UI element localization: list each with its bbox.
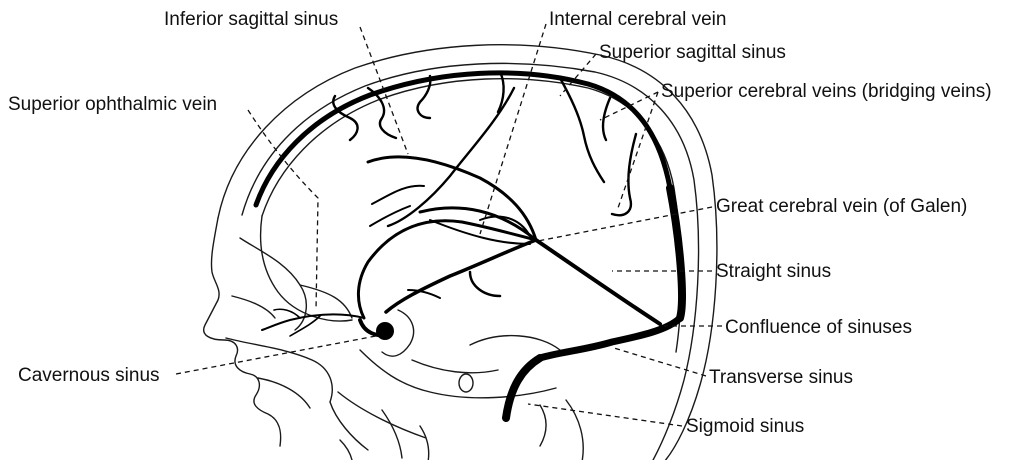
label-inferior-sagittal-sinus: Inferior sagittal sinus (164, 9, 338, 30)
sigmoid-sinus (506, 358, 540, 418)
skull-outline (204, 45, 717, 460)
label-sigmoid-sinus: Sigmoid sinus (686, 416, 804, 437)
leader-transverse-sinus (614, 348, 706, 376)
label-superior-ophthalmic-vein: Superior ophthalmic vein (8, 94, 217, 115)
label-superior-cerebral-veins: Superior cerebral veins (bridging veins) (661, 81, 992, 102)
leader-sigmoid-sinus (528, 404, 682, 426)
label-transverse-sinus: Transverse sinus (709, 367, 853, 388)
label-internal-cerebral-vein: Internal cerebral vein (549, 9, 726, 30)
leader-great-cerebral-vein (538, 207, 712, 241)
venous-system (256, 72, 682, 418)
leader-superior-sagittal-sinus (560, 54, 596, 96)
label-superior-sagittal-sinus: Superior sagittal sinus (599, 42, 786, 63)
label-straight-sinus: Straight sinus (716, 261, 831, 282)
cavernous-sinus-blob (376, 322, 394, 340)
leader-superior-cerebral-veins (618, 92, 658, 208)
label-confluence-of-sinuses: Confluence of sinuses (725, 317, 912, 338)
label-great-cerebral-vein: Great cerebral vein (of Galen) (716, 196, 967, 217)
leader-cavernous-sinus (176, 336, 376, 374)
straight-sinus (536, 240, 660, 324)
leader-inferior-sagittal-sinus (360, 27, 408, 154)
label-cavernous-sinus: Cavernous sinus (18, 365, 160, 386)
leader-superior-ophthalmic-vein (248, 110, 318, 310)
leader-lines (176, 24, 722, 426)
superior-sagittal-sinus (256, 73, 670, 205)
